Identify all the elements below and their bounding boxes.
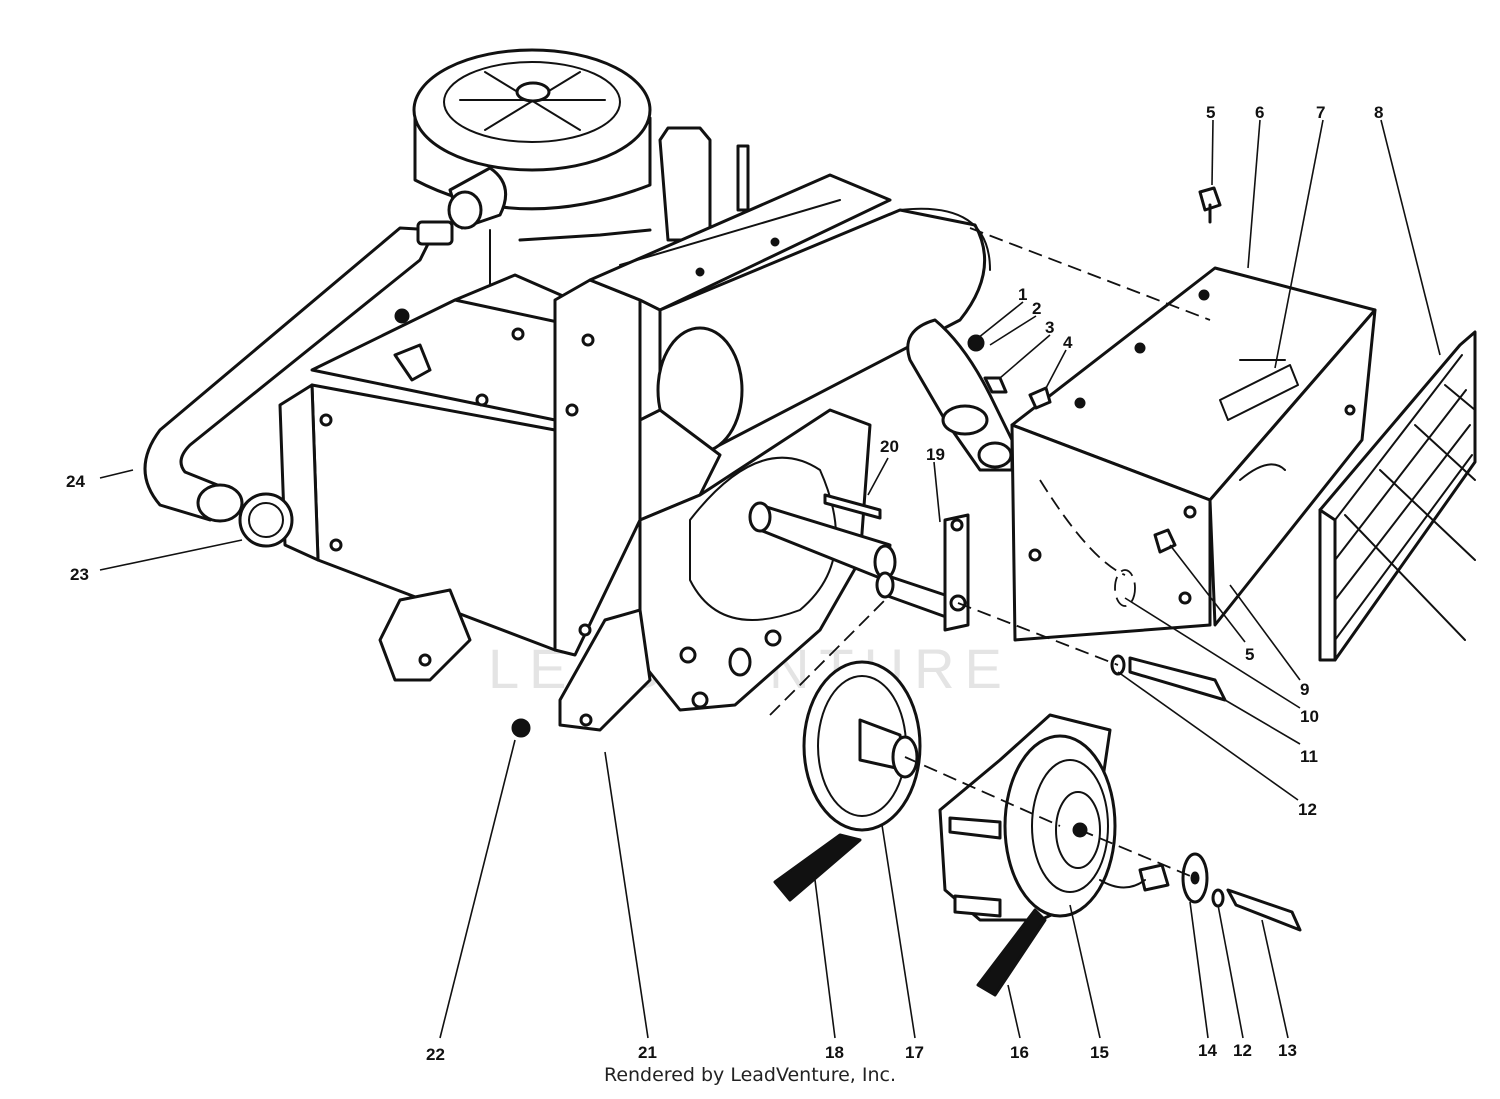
callout-14: 14 bbox=[1198, 1041, 1217, 1060]
callout-1: 1 bbox=[1018, 285, 1027, 304]
footer-credit: Rendered by LeadVenture, Inc. bbox=[603, 1064, 897, 1086]
callout-5: 5 bbox=[1206, 103, 1215, 122]
callout-24: 24 bbox=[66, 472, 85, 491]
callout-8: 8 bbox=[1374, 103, 1383, 122]
callout-3: 3 bbox=[1045, 318, 1054, 337]
callout-4: 4 bbox=[1063, 333, 1073, 352]
callout-21: 21 bbox=[638, 1043, 657, 1062]
pulley bbox=[802, 660, 922, 832]
callout-13: 13 bbox=[1278, 1041, 1297, 1060]
callout-7: 7 bbox=[1316, 103, 1325, 122]
callout-2: 2 bbox=[1032, 299, 1041, 318]
callout-9: 9 bbox=[1300, 680, 1309, 699]
callout-10: 10 bbox=[1300, 707, 1319, 726]
callout-numbers: 1 2 3 4 5 6 7 8 5 9 10 11 12 13 12 14 15… bbox=[66, 103, 1383, 1064]
air-cleaner bbox=[412, 48, 652, 230]
callout-18: 18 bbox=[825, 1043, 844, 1062]
belt-16 bbox=[976, 908, 1047, 997]
engine-assembly bbox=[278, 48, 991, 732]
spark-screen bbox=[1318, 330, 1477, 662]
callout-5b: 5 bbox=[1245, 645, 1254, 664]
electric-clutch bbox=[938, 713, 1170, 922]
intake-hose bbox=[143, 220, 454, 548]
callout-11: 11 bbox=[1300, 747, 1318, 766]
muffler bbox=[656, 207, 991, 454]
callout-19: 19 bbox=[926, 445, 945, 464]
exhaust-shield bbox=[1010, 266, 1377, 642]
nut-22 bbox=[511, 718, 531, 738]
callout-15: 15 bbox=[1090, 1043, 1109, 1062]
callout-16: 16 bbox=[1010, 1043, 1029, 1062]
belt-18 bbox=[773, 833, 862, 902]
callout-leaders bbox=[99, 119, 1441, 1039]
callout-22: 22 bbox=[426, 1045, 445, 1064]
callout-17: 17 bbox=[905, 1043, 924, 1062]
callout-12: 12 bbox=[1298, 800, 1317, 819]
callout-12b: 12 bbox=[1233, 1041, 1252, 1060]
callout-23: 23 bbox=[70, 565, 89, 584]
callout-20: 20 bbox=[880, 437, 899, 456]
callout-6: 6 bbox=[1255, 103, 1264, 122]
